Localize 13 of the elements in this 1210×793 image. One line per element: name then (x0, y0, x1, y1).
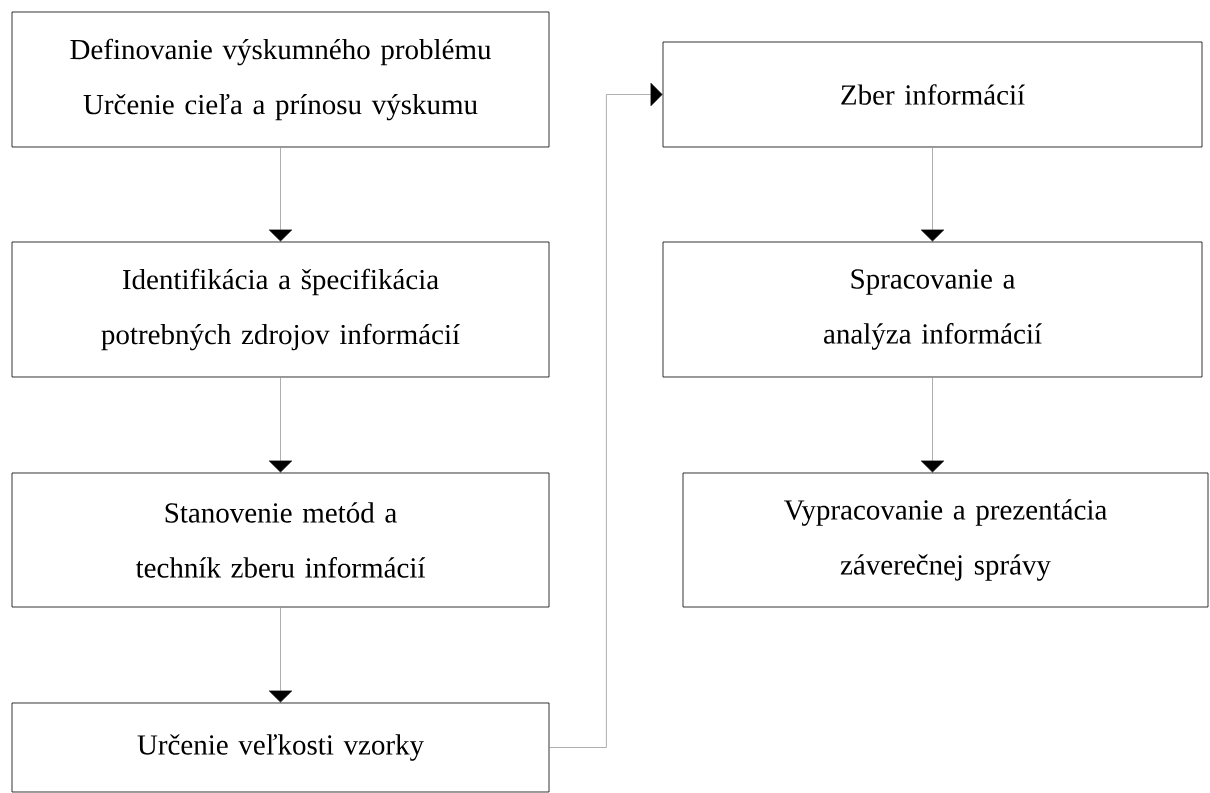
process-box: Definovanie výskumného problému Určenie cieľa a prínosu výskumu (11, 11, 550, 148)
arrow (549, 82, 663, 748)
process-box: Vypracovanie a prezentácia záverečnej správy (682, 472, 1209, 608)
process-box: Zber informácií (662, 41, 1203, 148)
arrow (920, 147, 945, 242)
process-box: Stanovenie metód a techník zberu informácií (11, 472, 550, 608)
arrow (268, 147, 293, 242)
arrow (920, 377, 945, 473)
process-box: Určenie veľkosti vzorky (11, 702, 550, 793)
process-box: Spracovanie a analýza informácií (662, 241, 1203, 378)
arrow (268, 377, 293, 473)
process-box: Identifikácia a špecifikácia potrebných zdrojov informácií (11, 241, 550, 378)
arrow (268, 607, 293, 703)
